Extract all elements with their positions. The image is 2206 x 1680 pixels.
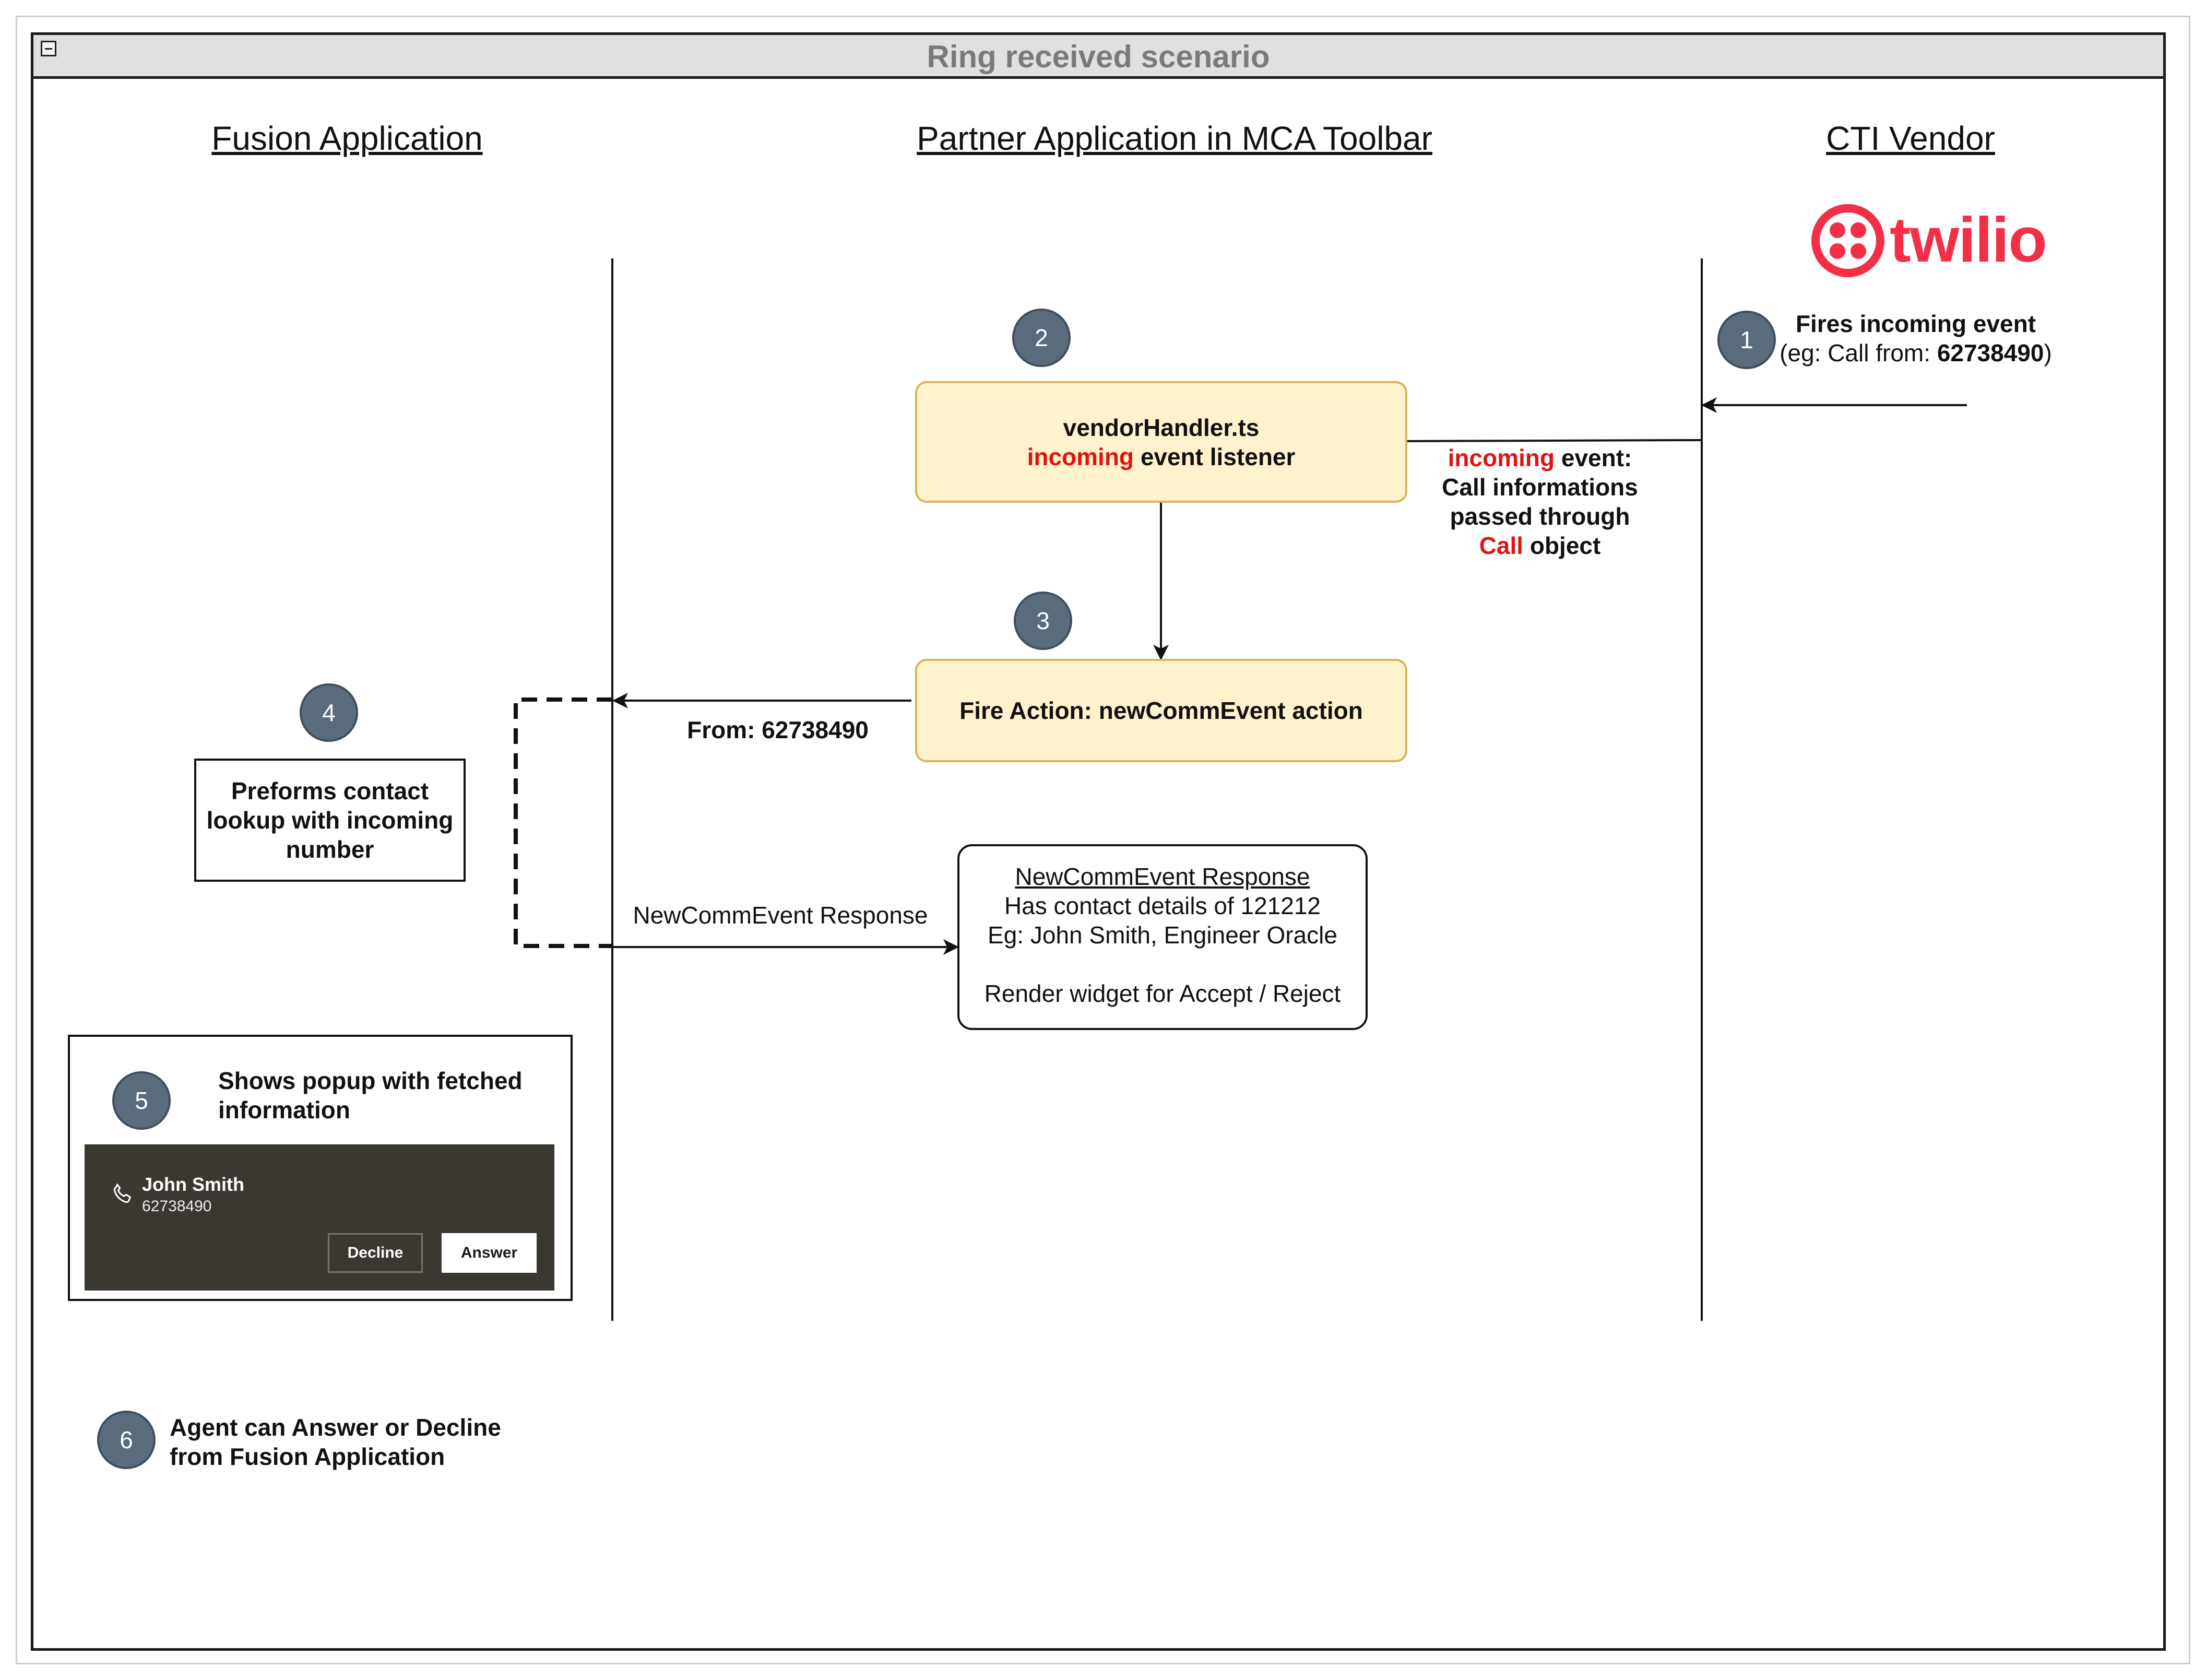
scenario-container xyxy=(31,32,2166,1651)
title-bar xyxy=(33,35,2163,79)
twilio-logo-icon xyxy=(1809,204,1928,278)
response-box-title: NewCommEvent Response xyxy=(1015,863,1310,890)
collapse-button[interactable] xyxy=(41,41,56,56)
vendor-handler-title: vendorHandler.ts xyxy=(1063,413,1260,441)
contact-lookup-box[interactable]: Preforms contact lookup with incoming nu… xyxy=(194,759,466,882)
contact-lookup-line1: Preforms contact xyxy=(231,777,429,804)
decline-button[interactable]: Decline xyxy=(328,1233,423,1273)
contact-lookup-line3: number xyxy=(286,836,374,863)
response-box-line2: Eg: John Smith, Engineer Oracle xyxy=(988,921,1337,949)
step-6-text: Agent can Answer or Decline from Fusion … xyxy=(170,1413,587,1471)
step-2-badge: 2 xyxy=(1012,309,1071,367)
lane-title-cti: CTI Vendor xyxy=(1826,120,1995,157)
scenario-title: Ring received scenario xyxy=(927,39,1270,74)
call-rest: object xyxy=(1523,532,1601,559)
step-1-line2: (eg: Call from: 62738490) xyxy=(1770,338,2062,368)
step-5-badge: 5 xyxy=(112,1071,171,1130)
line-cti-to-handler xyxy=(1407,439,1702,442)
incoming-call-popup: John Smith 62738490 Decline Answer xyxy=(85,1144,554,1291)
response-arrow-label: NewCommEvent Response xyxy=(633,902,928,929)
fire-action-label: Fire Action: newCommEvent action xyxy=(959,697,1363,724)
incoming-event-label: incoming event: Call informations passed… xyxy=(1409,443,1670,560)
lane-title-partner: Partner Application in MCA Toolbar xyxy=(917,120,1432,157)
vendor-handler-keyword: incoming xyxy=(1027,443,1134,470)
response-box-line1: Has contact details of 121212 xyxy=(1004,892,1321,919)
incoming-rest: event: xyxy=(1555,444,1632,471)
incoming-event-line3: passed through xyxy=(1450,503,1630,530)
lane-title-fusion: Fusion Application xyxy=(211,120,483,157)
call-keyword: Call xyxy=(1479,532,1524,559)
step-1-text: Fires incoming event (eg: Call from: 627… xyxy=(1770,309,2062,368)
lookup-dashed-loop xyxy=(514,697,612,948)
incoming-event-line1: incoming event: xyxy=(1409,443,1670,472)
vendor-handler-rest: event listener xyxy=(1134,443,1296,470)
from-number-label: From: 62738490 xyxy=(687,716,869,743)
step-1-prefix: (eg: Call from: xyxy=(1780,339,1937,366)
outer-frame xyxy=(16,16,2190,1664)
incoming-event-line2: Call informations xyxy=(1442,474,1638,501)
step-1-suffix: ) xyxy=(2044,339,2052,366)
step-1-number: 62738490 xyxy=(1937,339,2044,366)
phone-icon xyxy=(111,1182,135,1206)
step-1-line1: Fires incoming event xyxy=(1795,310,2036,337)
popup-note: Shows popup with fetched information xyxy=(218,1066,552,1125)
incoming-keyword: incoming xyxy=(1448,444,1555,471)
caller-number: 62738490 xyxy=(142,1198,212,1215)
caller-name: John Smith xyxy=(142,1174,244,1195)
step-4-badge: 4 xyxy=(300,683,358,742)
step-6-line1: Agent can Answer or Decline xyxy=(170,1414,501,1441)
response-box-line3: Render widget for Accept / Reject xyxy=(984,980,1341,1007)
step-3-badge: 3 xyxy=(1014,591,1072,650)
response-box[interactable]: NewCommEvent Response Has contact detail… xyxy=(957,844,1368,1030)
answer-button[interactable]: Answer xyxy=(442,1233,537,1273)
twilio-wordmark: twilio xyxy=(1890,204,2047,275)
step-6-line2: from Fusion Application xyxy=(170,1443,445,1470)
fire-action-box[interactable]: Fire Action: newCommEvent action xyxy=(915,659,1407,762)
contact-lookup-line2: lookup with incoming xyxy=(206,807,454,834)
step-6-badge: 6 xyxy=(97,1411,156,1469)
vendor-handler-box[interactable]: vendorHandler.ts incoming event listener xyxy=(915,381,1407,503)
vendor-handler-subtitle: incoming event listener xyxy=(1027,442,1296,471)
popup-note-line2: information xyxy=(218,1096,350,1123)
step-1-badge: 1 xyxy=(1717,311,1776,369)
popup-note-line1: Shows popup with fetched xyxy=(218,1067,523,1094)
incoming-event-line4: Call object xyxy=(1409,531,1670,560)
response-box-spacer xyxy=(959,950,1366,979)
